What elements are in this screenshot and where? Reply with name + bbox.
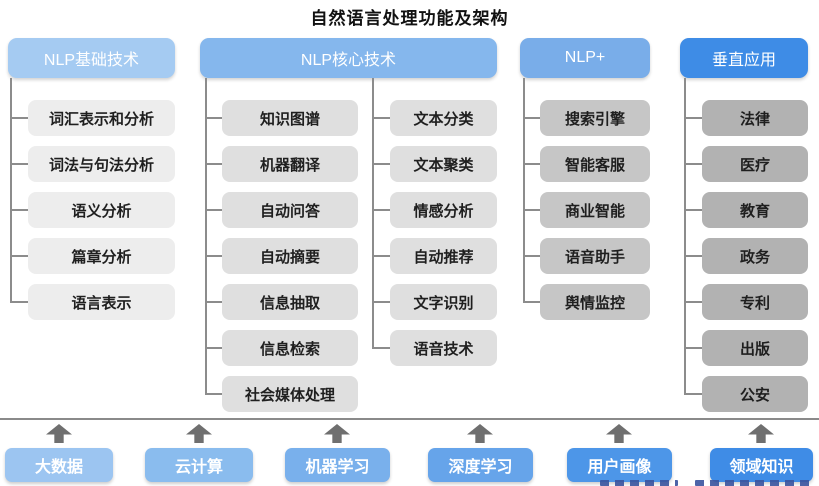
node-speech-technology: 语音技术: [390, 330, 497, 366]
connector-stub: [10, 163, 28, 165]
foundation-machine-learning: 机器学习: [285, 448, 390, 482]
foundation-domain-knowledge: 领域知识: [710, 448, 813, 482]
connector-stub: [684, 301, 702, 303]
diagram-title: 自然语言处理功能及架构: [310, 9, 509, 28]
node-machine-translation: 机器翻译: [222, 146, 358, 182]
up-arrow-icon: [46, 424, 72, 443]
connector-stub: [523, 255, 540, 257]
node-search-engine: 搜索引擎: [540, 100, 650, 136]
watermark-remnant: [695, 480, 815, 486]
node-auto-recommendation: 自动推荐: [390, 238, 497, 274]
connector-stub: [684, 393, 702, 395]
node-discourse-analysis: 篇章分析: [28, 238, 175, 274]
node-text-classification: 文本分类: [390, 100, 497, 136]
node-public-opinion-monitoring: 舆情监控: [540, 284, 650, 320]
connector-stub: [372, 117, 390, 119]
connector-stub: [205, 393, 222, 395]
connector-stub: [10, 117, 28, 119]
node-information-extraction: 信息抽取: [222, 284, 358, 320]
up-arrow-icon: [748, 424, 774, 443]
connector-stub: [684, 117, 702, 119]
node-knowledge-graph: 知识图谱: [222, 100, 358, 136]
connector-stub: [523, 209, 540, 211]
connector-stub: [10, 301, 28, 303]
connector-stub: [523, 163, 540, 165]
connector-stub: [205, 255, 222, 257]
node-lexical-representation: 词汇表示和分析: [28, 100, 175, 136]
foundation-separator-line: [0, 418, 819, 420]
connector-stub: [205, 209, 222, 211]
up-arrow-icon: [186, 424, 212, 443]
connector-trunk: [205, 78, 207, 395]
column-header-nlp-basic: NLP基础技术: [8, 38, 175, 78]
watermark-remnant: [600, 480, 678, 486]
node-intelligent-customer-service: 智能客服: [540, 146, 650, 182]
node-law: 法律: [702, 100, 808, 136]
column-header-nlp-core: NLP核心技术: [200, 38, 497, 78]
node-question-answering: 自动问答: [222, 192, 358, 228]
foundation-deep-learning: 深度学习: [428, 448, 533, 482]
up-arrow-icon: [606, 424, 632, 443]
node-government: 政务: [702, 238, 808, 274]
connector-stub: [205, 347, 222, 349]
node-information-retrieval: 信息检索: [222, 330, 358, 366]
node-ocr: 文字识别: [390, 284, 497, 320]
column-header-vertical-apps: 垂直应用: [680, 38, 808, 78]
connector-trunk: [10, 78, 12, 303]
connector-stub: [684, 163, 702, 165]
connector-trunk: [523, 78, 525, 303]
node-healthcare: 医疗: [702, 146, 808, 182]
connector-stub: [372, 255, 390, 257]
node-public-security: 公安: [702, 376, 808, 412]
node-patent: 专利: [702, 284, 808, 320]
node-morphology-syntax: 词法与句法分析: [28, 146, 175, 182]
connector-trunk: [372, 78, 374, 349]
node-sentiment-analysis: 情感分析: [390, 192, 497, 228]
up-arrow-icon: [467, 424, 493, 443]
node-language-representation: 语言表示: [28, 284, 175, 320]
node-auto-summarization: 自动摘要: [222, 238, 358, 274]
node-voice-assistant: 语音助手: [540, 238, 650, 274]
node-semantic-analysis: 语义分析: [28, 192, 175, 228]
connector-stub: [372, 163, 390, 165]
column-header-nlp-plus: NLP+: [520, 38, 650, 78]
connector-stub: [372, 209, 390, 211]
up-arrow-icon: [324, 424, 350, 443]
node-business-intelligence: 商业智能: [540, 192, 650, 228]
foundation-user-profile: 用户画像: [567, 448, 672, 482]
node-social-media-processing: 社会媒体处理: [222, 376, 358, 412]
node-text-clustering: 文本聚类: [390, 146, 497, 182]
connector-stub: [10, 209, 28, 211]
connector-stub: [372, 347, 390, 349]
connector-stub: [523, 117, 540, 119]
connector-stub: [205, 301, 222, 303]
node-publishing: 出版: [702, 330, 808, 366]
connector-stub: [372, 301, 390, 303]
node-education: 教育: [702, 192, 808, 228]
connector-stub: [684, 209, 702, 211]
connector-stub: [684, 347, 702, 349]
connector-stub: [684, 255, 702, 257]
connector-stub: [205, 117, 222, 119]
connector-stub: [523, 301, 540, 303]
connector-trunk: [684, 78, 686, 395]
foundation-cloud-computing: 云计算: [145, 448, 253, 482]
connector-stub: [10, 255, 28, 257]
foundation-big-data: 大数据: [5, 448, 113, 482]
connector-stub: [205, 163, 222, 165]
